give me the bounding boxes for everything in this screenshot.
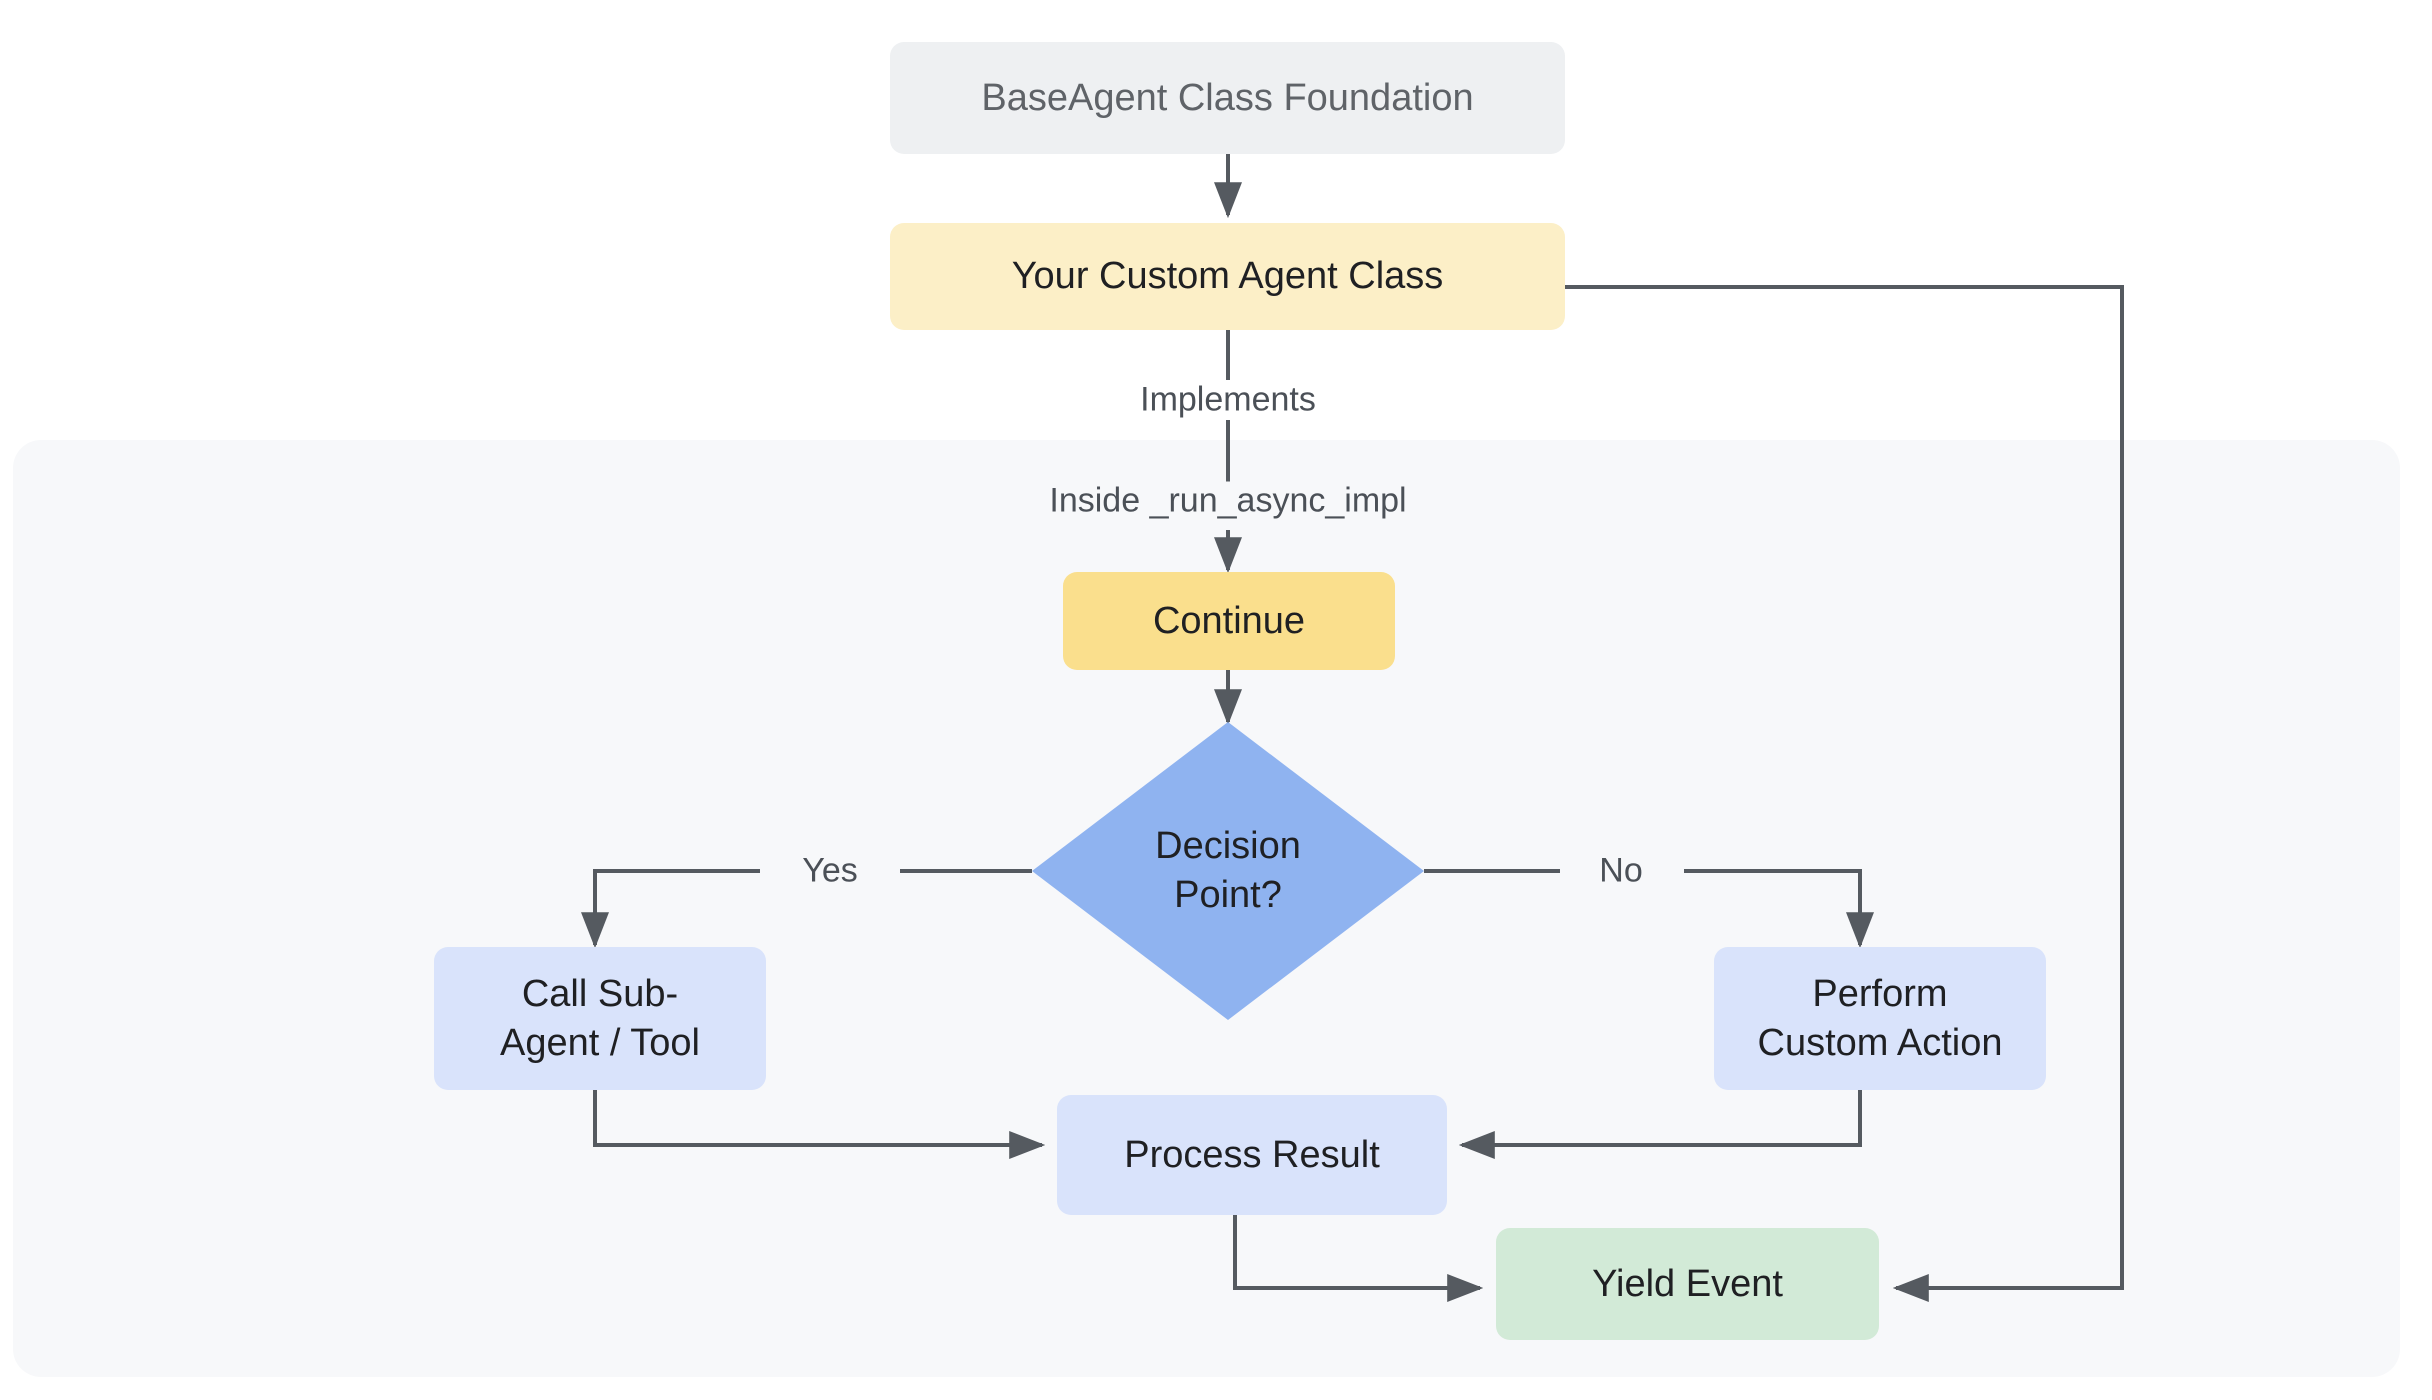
edge-label-implements: Implements	[1130, 380, 1326, 420]
node-continue-label: Continue	[1152, 599, 1306, 642]
node-yield-event[interactable]: Yield Event	[1496, 1228, 1879, 1340]
node-call-sub-agent[interactable]: Call Sub- Agent / Tool	[434, 947, 766, 1090]
node-perform-custom-action[interactable]: Perform Custom Action	[1714, 947, 2046, 1090]
edge-label-no: No	[1589, 851, 1653, 891]
node-decision-point[interactable]: Decision Point?	[1032, 722, 1424, 1020]
node-call-sub-agent-label: Call Sub- Agent / Tool	[499, 972, 700, 1064]
node-custom-agent[interactable]: Your Custom Agent Class	[890, 223, 1565, 330]
node-custom-agent-label: Your Custom Agent Class	[1011, 255, 1444, 298]
node-continue[interactable]: Continue	[1063, 572, 1395, 670]
node-process-result[interactable]: Process Result	[1057, 1095, 1447, 1215]
node-decision-point-label: Decision Point?	[1155, 824, 1301, 916]
node-base-agent-label: BaseAgent Class Foundation	[981, 76, 1474, 119]
edge-label-inside-run-async-impl: Inside _run_async_impl	[1039, 481, 1417, 521]
diamond-shape-icon	[1032, 722, 1424, 1020]
node-process-result-label: Process Result	[1124, 1133, 1380, 1176]
node-yield-event-label: Yield Event	[1592, 1262, 1783, 1305]
node-perform-custom-action-label: Perform Custom Action	[1757, 972, 2003, 1064]
edge-label-yes: Yes	[792, 851, 868, 891]
node-base-agent[interactable]: BaseAgent Class Foundation	[890, 42, 1565, 154]
